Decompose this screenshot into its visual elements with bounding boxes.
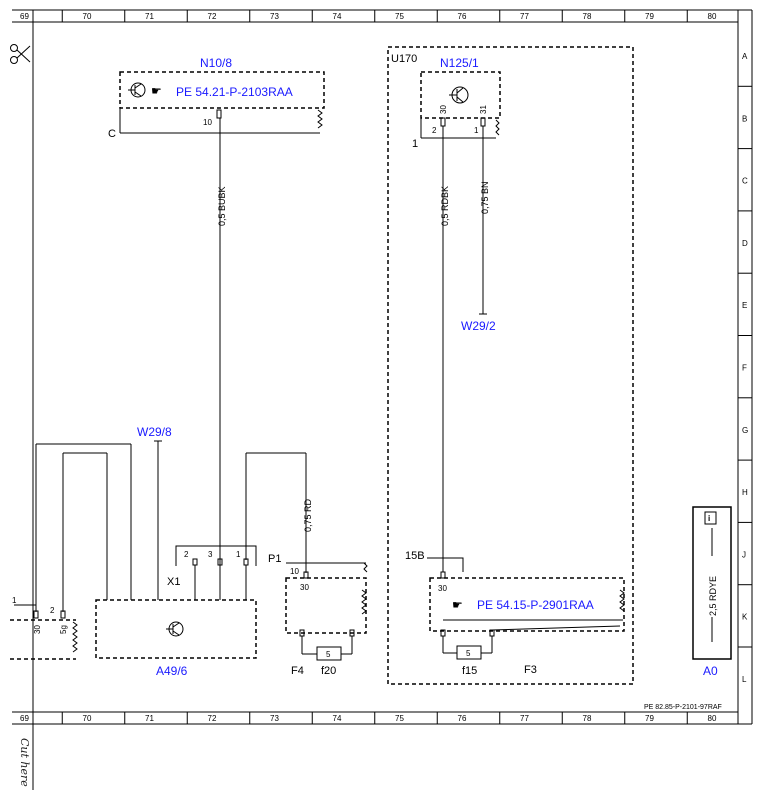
column-label: 71 (145, 12, 154, 21)
row-label: F (742, 364, 747, 373)
column-label: 75 (395, 714, 404, 723)
column-label: 74 (333, 12, 342, 21)
f3-fuse-label: f15 (462, 665, 477, 677)
column-label: 76 (458, 714, 467, 723)
left-conn-pin1: 1 (12, 596, 17, 605)
n10-8-component: N10/8 ☛ PE 54.21-P-2103RAA C 10 (108, 56, 325, 140)
left-connector: 1 2 30 5g (10, 443, 132, 660)
wire-rd-label: 0,75 RD (303, 498, 313, 532)
a49-6-label: A49/6 (156, 664, 188, 678)
column-label: 80 (708, 714, 717, 723)
a0-component: i 2,5 RDYE A0 (692, 506, 732, 678)
u170-box (387, 46, 634, 685)
column-label: 79 (645, 714, 654, 723)
a0-wire-label: 2,5 RDYE (708, 576, 718, 616)
n10-8-ref-link[interactable]: PE 54.21-P-2103RAA (176, 85, 293, 99)
column-label: 71 (145, 714, 154, 723)
footer-code: PE 82.85-P-2101-97RAF (644, 704, 722, 711)
cut-here-text: Cut here (18, 738, 31, 787)
column-label: 74 (333, 714, 342, 723)
f3-fuse-value: 5 (466, 649, 471, 658)
f4-component: P1 10 30 5 f20 F4 (268, 553, 368, 677)
row-label: B (742, 114, 747, 123)
scissors-icon (10, 44, 31, 64)
f3-component: 15B 30 ☛ PE 54.15-P-2901RAA 5 f15 F3 (405, 550, 625, 677)
p1-pin: 10 (290, 567, 299, 576)
column-label: 77 (520, 12, 529, 21)
a0-label: A0 (703, 664, 718, 678)
wire-bn-label: 0,75 BN (480, 181, 490, 214)
x1-pin2: 2 (184, 550, 189, 559)
n125-1-side-label: 1 (412, 138, 418, 150)
column-label: 72 (208, 12, 217, 21)
p1-label: P1 (268, 553, 281, 565)
f3-label: F3 (524, 664, 537, 676)
wire-rdbk-label: 0,5 RDBK (440, 186, 450, 226)
x1-pin3: 3 (208, 550, 213, 559)
wire-bubk-label: 0,5 BUBK (217, 186, 227, 226)
w29-8-label: W29/8 (137, 425, 172, 439)
a0-info-glyph: i (708, 514, 710, 523)
n125-1-label: N125/1 (440, 56, 479, 70)
row-label: C (742, 177, 748, 186)
row-label: J (742, 550, 746, 559)
column-label: 76 (458, 12, 467, 21)
column-label: 79 (645, 12, 654, 21)
column-ticks: 69 69 70 70 71 71 72 72 73 73 74 74 75 75 76 76 77 77 78 78… (20, 10, 717, 724)
n125-1-pin2: 2 (432, 126, 437, 135)
p1-sub: 30 (300, 583, 309, 592)
column-label: 80 (708, 12, 717, 21)
row-label: L (742, 675, 747, 684)
column-label: 69 (20, 714, 29, 723)
column-label: 77 (520, 714, 529, 723)
x1-connector: 2 3 1 X1 (167, 545, 257, 600)
transistor-icon (128, 82, 146, 98)
n125-1-pin1: 1 (474, 126, 479, 135)
column-label: 70 (83, 714, 92, 723)
transistor-icon (449, 86, 469, 104)
n125-1-component: N125/1 30 31 2 1 1 (412, 56, 501, 150)
x1-label: X1 (167, 576, 180, 588)
f4-label: F4 (291, 665, 304, 677)
w29-2-label: W29/2 (461, 319, 496, 333)
column-label: 73 (270, 12, 279, 21)
left-conn-t5g: 5g (59, 625, 68, 634)
row-label: A (742, 52, 748, 61)
row-label: H (742, 488, 748, 497)
info-icon (704, 511, 717, 525)
u170-label: U170 (391, 53, 417, 65)
row-label: G (742, 426, 748, 435)
row-label: E (742, 301, 747, 310)
f4-fuse-value: 5 (326, 650, 331, 659)
f3-pin: 30 (438, 584, 447, 593)
f4-fuse-label: f20 (321, 665, 336, 677)
row-label: D (742, 239, 748, 248)
left-conn-pin2: 2 (50, 606, 55, 615)
transistor-icon (166, 621, 184, 637)
column-label: 70 (83, 12, 92, 21)
row-ticks: A B C D E F G H J K L (738, 52, 752, 684)
f3-ref-link[interactable]: PE 54.15-P-2901RAA (477, 598, 594, 612)
n10-8-ground-label: C (108, 128, 116, 140)
n10-8-pin: 10 (203, 118, 212, 127)
n125-1-pin30: 30 (439, 105, 448, 114)
column-label: 73 (270, 714, 279, 723)
column-label: 75 (395, 12, 404, 21)
a49-6-component: A49/6 (95, 599, 257, 678)
pointing-hand-icon: ☛ (151, 84, 162, 98)
column-label: 78 (583, 714, 592, 723)
pointing-hand-icon: ☛ (452, 598, 463, 612)
column-label: 78 (583, 12, 592, 21)
n10-8-label: N10/8 (200, 56, 232, 70)
left-conn-t30: 30 (33, 625, 42, 634)
column-label: 69 (20, 12, 29, 21)
n125-1-pin31: 31 (479, 105, 488, 114)
x1-pin1: 1 (236, 550, 241, 559)
column-label: 72 (208, 714, 217, 723)
f3-terminal: 15B (405, 550, 425, 562)
row-label: K (742, 613, 748, 622)
diagram-frame (12, 9, 753, 790)
